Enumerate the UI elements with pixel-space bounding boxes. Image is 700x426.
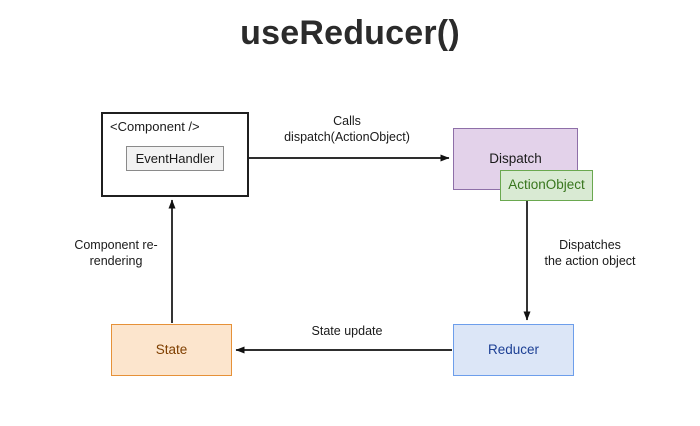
action-object-box[interactable]: ActionObject [500, 170, 593, 201]
event-handler-box[interactable]: EventHandler [126, 146, 224, 171]
event-handler-label: EventHandler [135, 150, 215, 166]
component-box[interactable]: <Component /> EventHandler [101, 112, 249, 197]
action-object-label: ActionObject [508, 177, 585, 193]
edge-label-dispatches-action-object: Dispatches the action object [544, 238, 636, 268]
state-box[interactable]: State [111, 324, 232, 376]
edge-label-component-rerendering: Component re- rendering [74, 238, 158, 268]
dispatch-label: Dispatch [489, 150, 542, 166]
edge-label-calls-dispatch: Calls dispatch(ActionObject) [284, 114, 410, 144]
reducer-label: Reducer [487, 341, 540, 357]
edge-label-state-update: State update [311, 324, 383, 338]
state-label: State [155, 341, 188, 357]
page-title: useReducer() [240, 14, 460, 52]
component-label: <Component /> [110, 119, 200, 134]
reducer-box[interactable]: Reducer [453, 324, 574, 376]
